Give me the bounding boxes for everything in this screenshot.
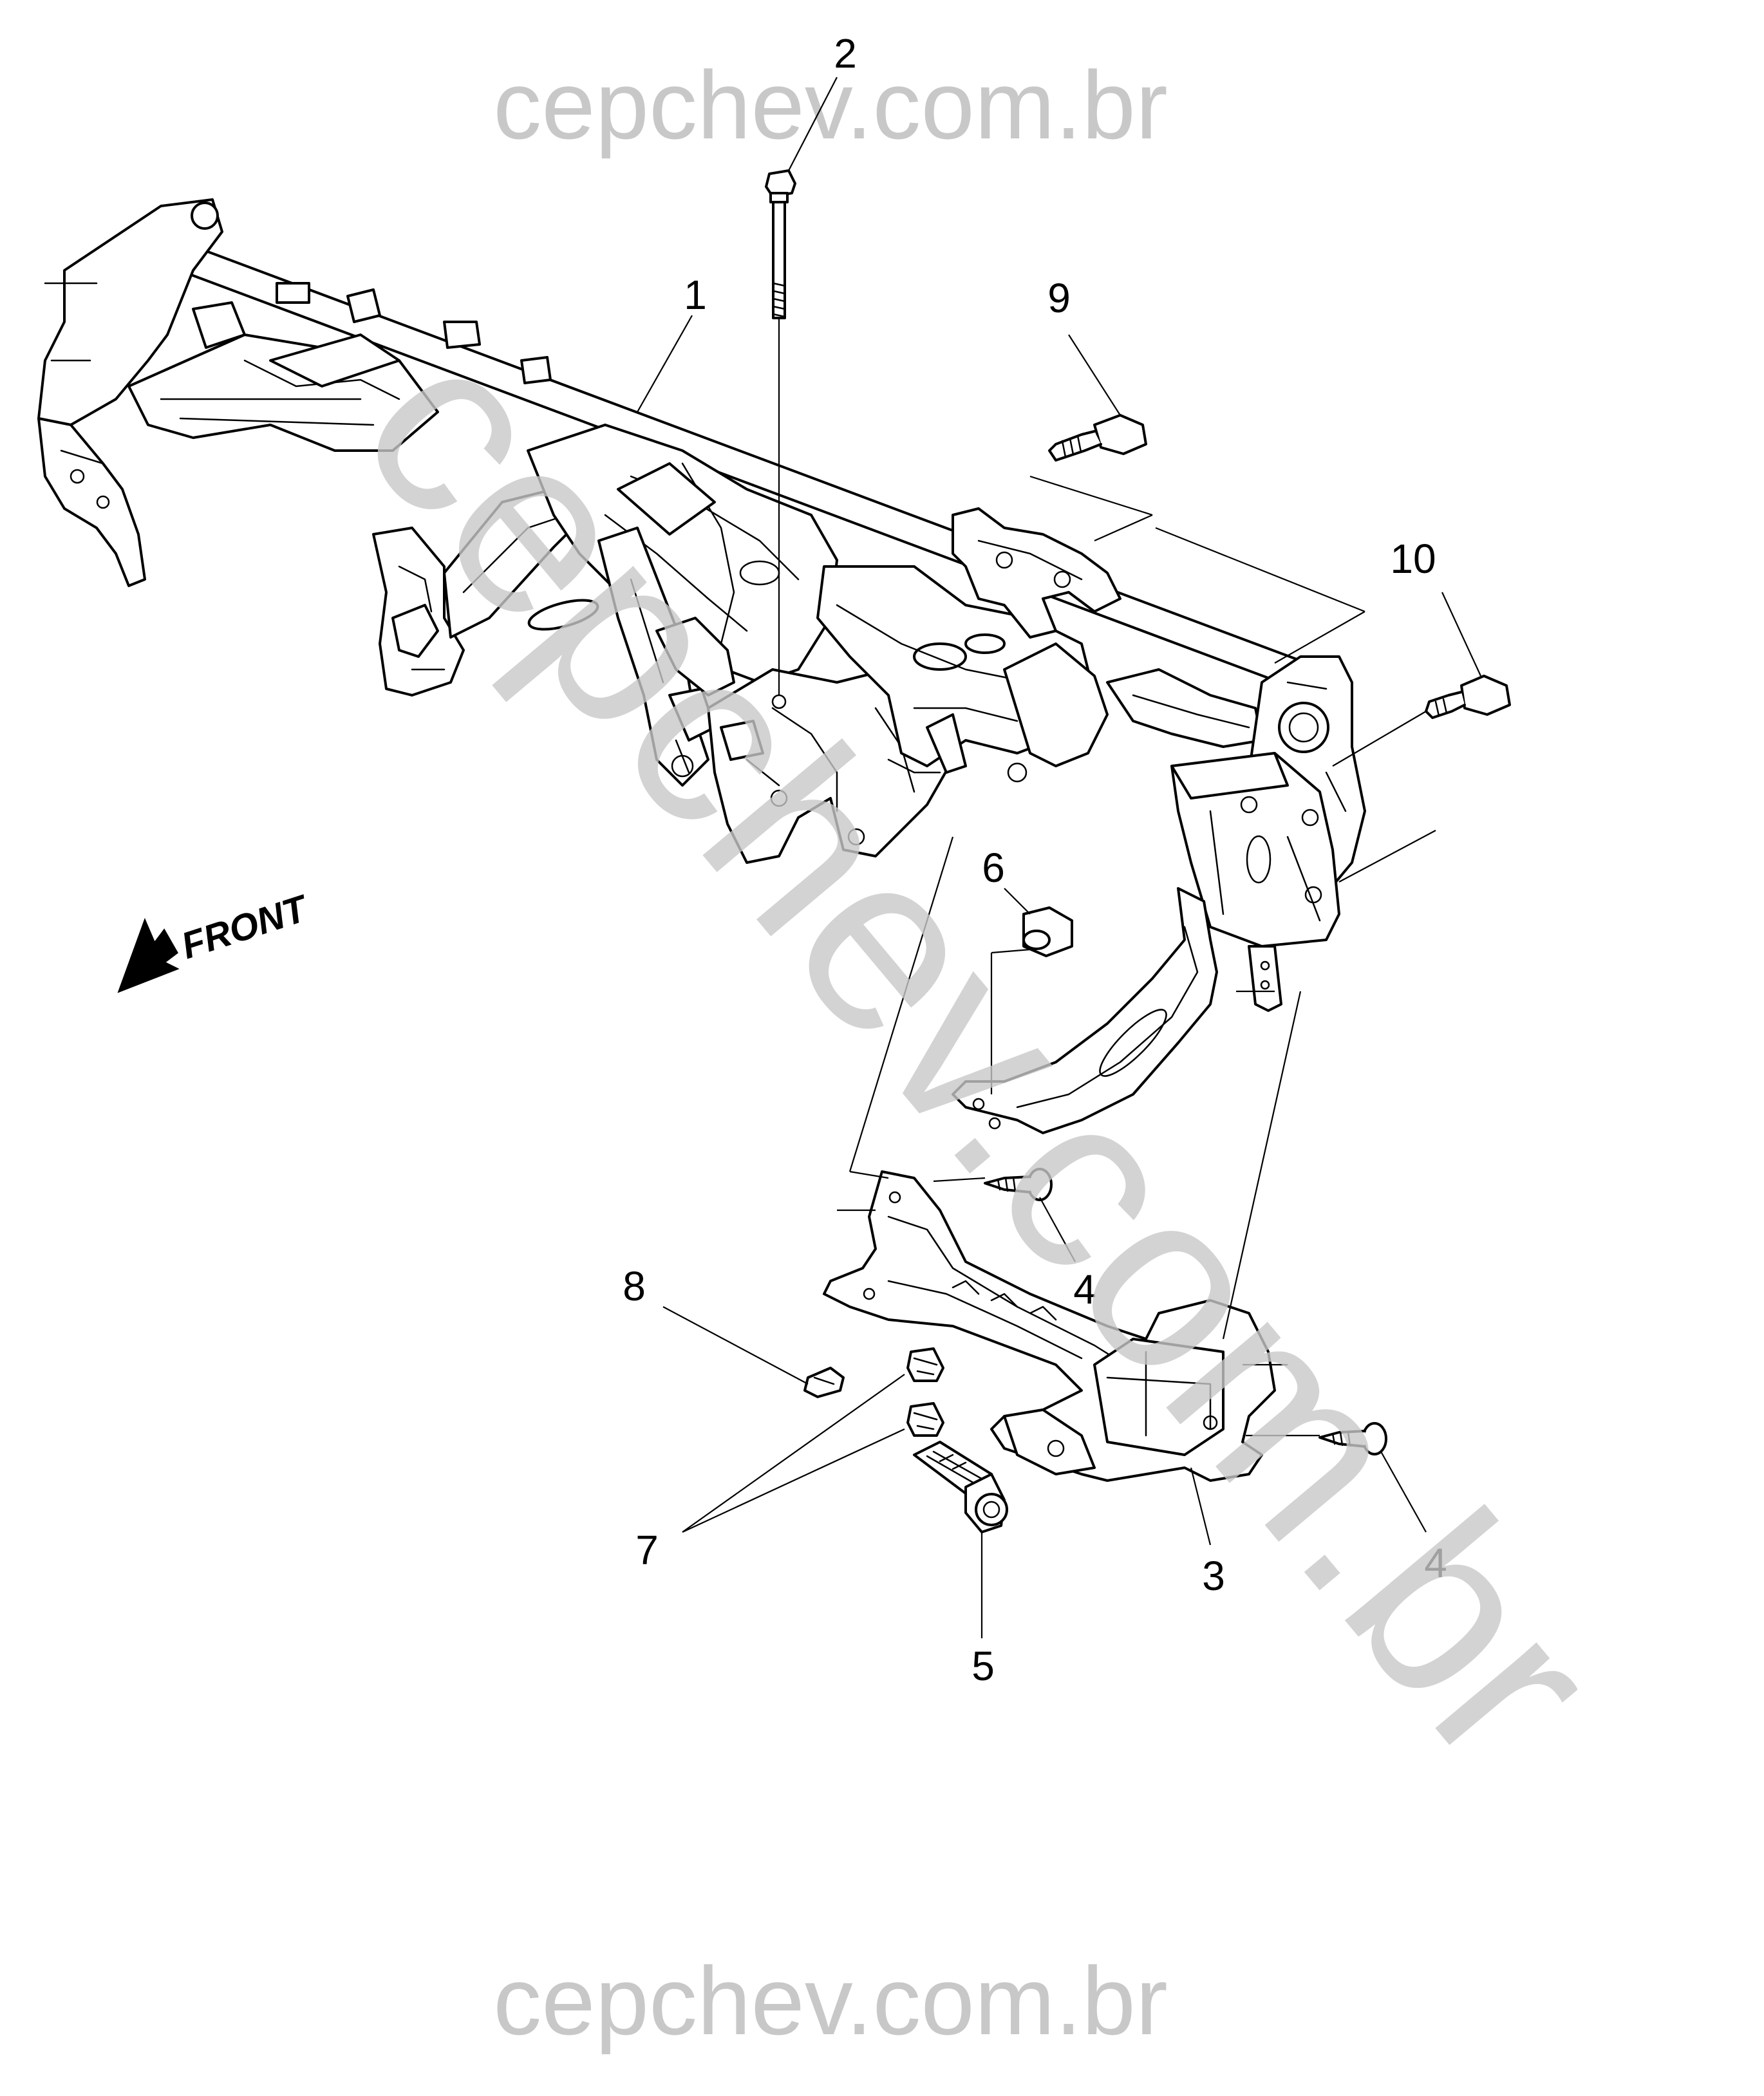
callout-10: 10 bbox=[1390, 536, 1436, 582]
nut-6 bbox=[1022, 906, 1073, 957]
callout-5: 5 bbox=[971, 1643, 995, 1689]
callouts: 1 2 3 4 4 5 6 7 8 9 10 bbox=[623, 30, 1447, 1689]
bolt-10 bbox=[1425, 675, 1511, 719]
callout-3: 3 bbox=[1202, 1553, 1225, 1599]
front-direction-indicator: FRONT bbox=[117, 886, 314, 993]
callout-9: 9 bbox=[1047, 275, 1071, 321]
clips-7 bbox=[906, 1347, 944, 1437]
callout-1: 1 bbox=[684, 272, 707, 318]
clip-8 bbox=[803, 1367, 845, 1398]
callout-2: 2 bbox=[834, 30, 857, 77]
callout-4a: 4 bbox=[1073, 1266, 1096, 1313]
connector-5 bbox=[913, 1441, 1008, 1533]
front-label: FRONT bbox=[176, 886, 314, 967]
callout-6: 6 bbox=[982, 845, 1005, 891]
screw-4-upper bbox=[984, 1168, 1053, 1201]
screw-4-lower bbox=[1318, 1422, 1387, 1455]
cross-car-beam bbox=[37, 198, 1366, 1134]
lower-bracket-3 bbox=[823, 1170, 1276, 1482]
watermark-top: cepchev.com.br bbox=[493, 51, 1168, 159]
callout-4b: 4 bbox=[1424, 1540, 1447, 1586]
watermark-bottom: cepchev.com.br bbox=[493, 1947, 1168, 2055]
leader-lines bbox=[637, 77, 1481, 1638]
front-arrow-icon bbox=[117, 917, 180, 993]
long-bolt bbox=[765, 169, 796, 709]
callout-7: 7 bbox=[635, 1527, 659, 1573]
bolt-9 bbox=[1048, 414, 1147, 462]
callout-8: 8 bbox=[623, 1263, 646, 1309]
